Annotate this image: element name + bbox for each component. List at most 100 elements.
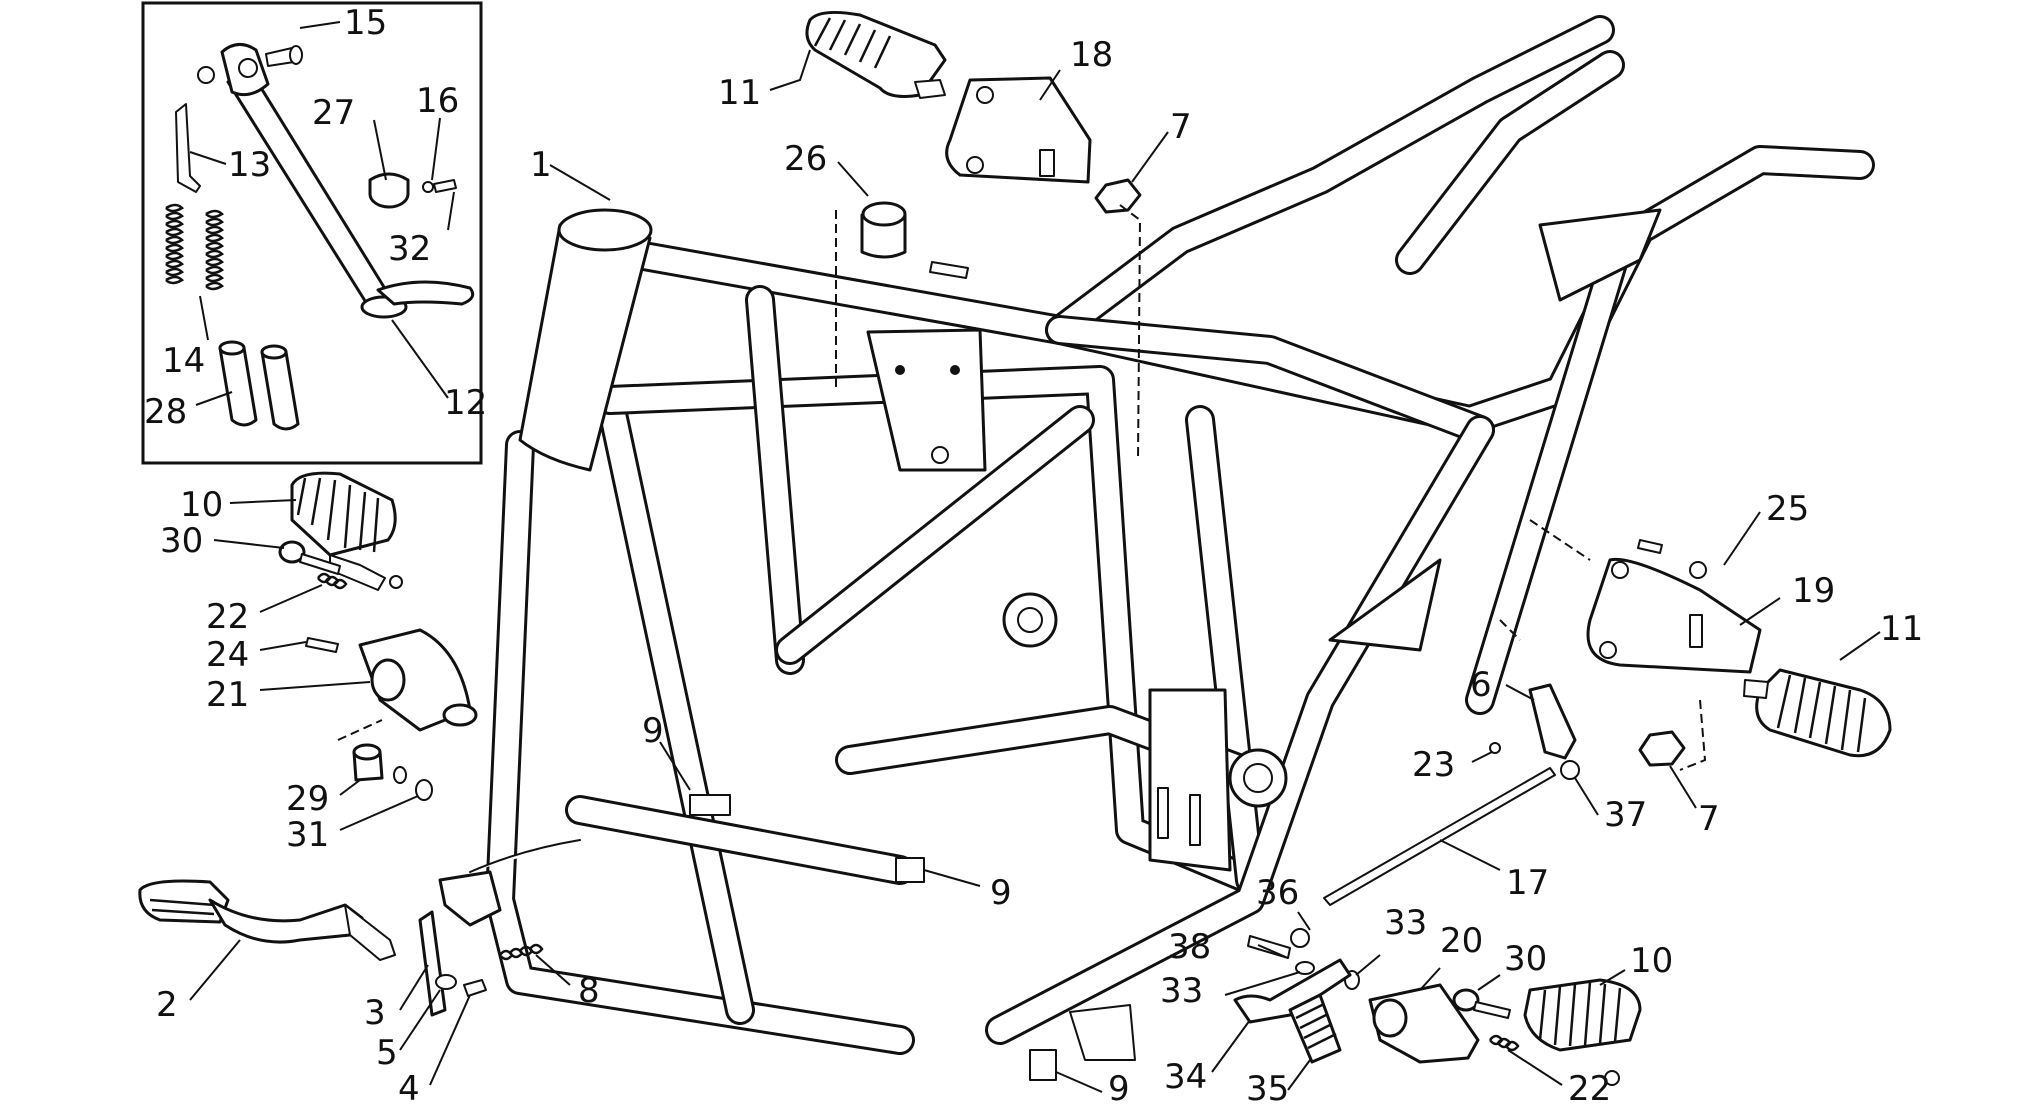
side-stand-tab [376, 280, 475, 306]
bush-screw [929, 261, 969, 279]
leader-27 [373, 119, 387, 181]
side-stand-leg [226, 68, 394, 314]
cap-25 [1689, 561, 1707, 579]
dash-19 [1529, 519, 1591, 561]
callout-35: 35 [1246, 1069, 1289, 1109]
callout-15: 15 [344, 3, 387, 43]
callout-34: 34 [1164, 1057, 1207, 1097]
callout-17: 17 [1506, 863, 1549, 903]
leader-38 [1257, 944, 1289, 959]
sleeve-right [260, 350, 300, 431]
pivot-hole [238, 58, 258, 78]
callout-16: 16 [416, 81, 459, 121]
leader-13 [189, 151, 227, 165]
frame-front-downtube-left [485, 430, 915, 1055]
callout-29: 29 [286, 779, 329, 819]
washer-5 [435, 974, 457, 990]
leader-37 [1574, 777, 1599, 816]
callout-28: 28 [144, 392, 187, 432]
leader-3 [399, 964, 429, 1011]
leader-35 [1287, 1059, 1311, 1091]
pivot-nut [197, 66, 215, 84]
frame-footrest-plate [1069, 1004, 1136, 1061]
leader-16 [431, 117, 441, 181]
spring-bracket [175, 103, 201, 193]
callout-13: 13 [228, 145, 271, 185]
spring-8 [499, 943, 544, 961]
right-rear-footrest-group [1323, 511, 1892, 906]
leader-30a [213, 539, 285, 549]
right-front-footrest-group [1211, 911, 1642, 1091]
leader-10a [229, 499, 297, 504]
leader-25 [1723, 511, 1761, 566]
dash-19b [1499, 619, 1521, 641]
leader-5 [399, 989, 441, 1051]
nut-top [1094, 178, 1142, 214]
callout-2: 2 [156, 985, 178, 1025]
leader-9c [1055, 1071, 1103, 1093]
leader-34 [1211, 1019, 1251, 1073]
pivot-plate [1148, 688, 1232, 872]
callout-25: 25 [1766, 489, 1809, 529]
leader-22b [1507, 1049, 1563, 1086]
sleeve-left-top [218, 340, 246, 356]
callout-33-lower: 33 [1160, 971, 1203, 1011]
callout-11-top: 11 [718, 73, 761, 113]
washer [422, 181, 434, 193]
leader-11a [769, 49, 811, 91]
leader-33b [1224, 971, 1301, 996]
leader-20 [1419, 967, 1441, 991]
leader-31 [339, 795, 419, 831]
spring-22b [1489, 1034, 1520, 1052]
top-footrest-group [549, 10, 1169, 461]
spring-22 [317, 572, 348, 590]
springs [165, 203, 225, 291]
callout-7-right: 7 [1698, 799, 1720, 839]
main-frame [485, 15, 1875, 1081]
callout-36: 36 [1256, 873, 1299, 913]
rod-end-37 [1560, 760, 1580, 780]
leader-30b [1477, 974, 1501, 991]
callout-labels: 15 27 16 13 32 14 28 12 11 18 7 26 1 10 … [144, 3, 1923, 1109]
leader-7a [1131, 131, 1169, 183]
washer-33a [1295, 961, 1315, 975]
callout-18: 18 [1070, 35, 1113, 75]
callout-3: 3 [364, 993, 386, 1033]
callout-32: 32 [388, 229, 431, 269]
leader-11b [1839, 631, 1881, 661]
callout-9-lower: 9 [990, 873, 1012, 913]
lower-gusset [1328, 558, 1442, 652]
callout-10-left: 10 [180, 485, 223, 525]
callout-23: 23 [1412, 745, 1455, 785]
callout-10-right: 10 [1630, 941, 1673, 981]
leader-19 [1739, 597, 1781, 626]
leader-8 [535, 954, 571, 986]
callout-6: 6 [1470, 665, 1492, 705]
steering-head-top [557, 208, 653, 252]
footpeg-right-rear [1755, 668, 1892, 758]
pin-30b [1473, 1001, 1511, 1019]
rear-gusset [1538, 208, 1662, 302]
callout-20: 20 [1440, 921, 1483, 961]
side-stand-group [165, 21, 475, 431]
callout-1: 1 [530, 145, 552, 185]
footpeg-left-front [290, 471, 397, 557]
leader-4 [429, 994, 471, 1086]
sleeve-right-top [260, 344, 288, 360]
brake-switch-bracket [438, 870, 502, 927]
footpeg-left-rear [805, 10, 947, 98]
dash-7 [1119, 204, 1142, 461]
callout-5: 5 [376, 1033, 398, 1073]
leader-7b [1669, 765, 1697, 809]
callout-22-left: 22 [206, 597, 249, 637]
brake-pedal-group [138, 839, 581, 1086]
callout-22-right: 22 [1568, 1069, 1611, 1109]
leader-36 [1297, 911, 1311, 931]
leader-18 [1039, 69, 1061, 101]
frame-tab-9b [895, 857, 925, 883]
callout-26: 26 [784, 139, 827, 179]
bolt-38 [1247, 935, 1291, 959]
callout-9-mid: 9 [642, 711, 664, 751]
bolt-4 [463, 979, 487, 997]
